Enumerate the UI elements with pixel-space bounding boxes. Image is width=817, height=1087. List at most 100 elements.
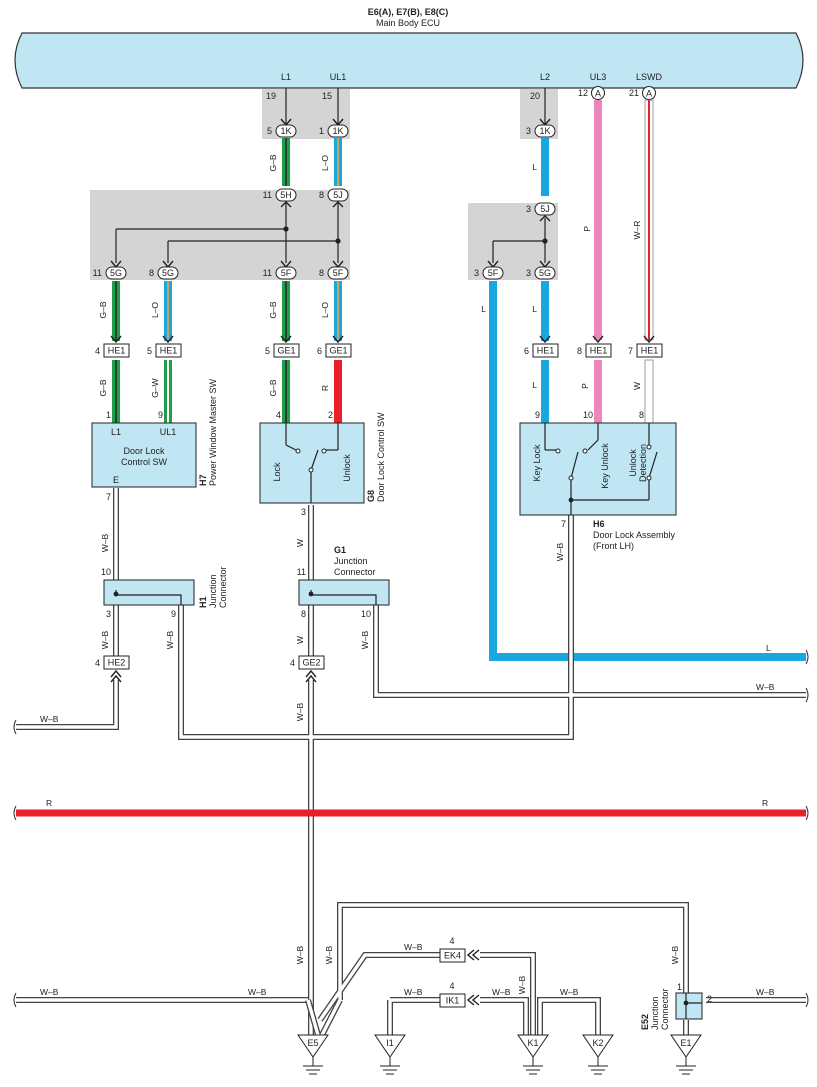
ecu-conn-a-lswd-label: A: [646, 89, 652, 99]
component-g1: 11 8 10 G1 Junction Connector: [297, 545, 390, 619]
conn-5g-a: 5G 11: [93, 260, 127, 280]
wire-p-he1-h6: [594, 360, 602, 423]
conn-he1-b-name: HE1: [160, 346, 178, 356]
h6-unlock-det-2: Detection: [638, 444, 648, 482]
conn-1k-right-name: 1K: [539, 126, 550, 136]
g8-code: G8: [366, 490, 376, 502]
conn-1k-mid-name: 1K: [332, 126, 343, 136]
wire-label-wb-17: W–B: [560, 987, 579, 997]
wire-w-b-group: [16, 488, 806, 1035]
wire-label-p-1: P: [582, 226, 592, 232]
conn-5j-right-pin: 3: [526, 204, 531, 214]
conn-ge1-a: GE1 5: [265, 335, 300, 358]
conn-ge2: GE2 4: [290, 655, 325, 683]
wire-label-r-3: R: [762, 798, 768, 808]
junction-dot-1: [283, 226, 289, 232]
ecu-conn-a-lswd: [642, 86, 656, 100]
ecu-conn-a-ul3: [591, 86, 605, 100]
conn-he1-a-pin: 4: [95, 346, 100, 356]
conn-5j-left-name: 5J: [333, 190, 343, 200]
ground-k1-label: K1: [527, 1038, 538, 1048]
conn-he2-pin: 4: [95, 658, 100, 668]
wire-label-gw-1: G–W: [150, 378, 160, 397]
wire-label-wb-13: W–B: [404, 942, 423, 952]
wire-label-lo-3: L–O: [320, 302, 330, 318]
wire-label-lo-1: L–O: [320, 155, 330, 171]
conn-5f-c-pin: 3: [474, 268, 479, 278]
h7-terminal-ul1: UL1: [160, 427, 177, 437]
conn-ge1-b: GE1 6: [317, 335, 352, 358]
h6-name: Door Lock Assembly: [593, 530, 676, 540]
wire-g-b-1k-5h: [282, 138, 290, 186]
conn-5g-a-name: 5G: [110, 268, 122, 278]
wire-label-gb-5: G–B: [268, 379, 278, 396]
g8-name: Door Lock Control SW: [376, 412, 386, 502]
wire-label-wr-1: W–R: [632, 221, 642, 240]
wire-label-w-3: W: [295, 636, 305, 644]
conn-ge2-pin: 4: [290, 658, 295, 668]
ground-e1: E1: [670, 1034, 702, 1075]
wire-label-wb-6: W–B: [360, 630, 370, 649]
ground-e1-label: E1: [680, 1038, 691, 1048]
conn-ik1: IK1 4: [439, 981, 480, 1008]
wire-label-p-2: P: [580, 383, 590, 389]
g1-junction-dot: [308, 591, 314, 597]
wire-g-w-he1-h7: [164, 360, 172, 423]
wire-label-wb-14: W–B: [517, 975, 527, 994]
ecu-pin-21: 21: [629, 88, 639, 98]
conn-he1-e-name: HE1: [641, 346, 659, 356]
wire-label-wb-16: W–B: [492, 987, 511, 997]
g1-code: G1: [334, 545, 346, 555]
wire-r-ge1-g8: [334, 360, 342, 423]
wire-label-wb-19: W–B: [756, 987, 775, 997]
wire-l-o-1k-5j: [334, 138, 342, 186]
conn-5f-b: 5F 8: [319, 260, 349, 280]
wire-label-lo-2: L–O: [150, 302, 160, 318]
conn-5j-right-name: 5J: [540, 204, 550, 214]
h7-inner-2: Control SW: [121, 457, 168, 467]
h6-contact-common: [568, 475, 574, 481]
h7-name: Power Window Master SW: [208, 378, 218, 486]
conn-ge1-b-pin: 6: [317, 346, 322, 356]
e52-junction-dot: [683, 1000, 689, 1006]
g1-name1: Junction: [334, 556, 368, 566]
ecu-pin-label-l2: L2: [540, 72, 550, 82]
conn-he1-d: HE1 8: [577, 335, 612, 358]
ground-k1: K1: [517, 1034, 549, 1075]
h1-code: H1: [198, 596, 208, 608]
conn-he1-c-name: HE1: [537, 346, 555, 356]
ecu-body: [14, 32, 804, 89]
h6-pin-8: 8: [639, 410, 644, 420]
wire-label-gb-4: G–B: [98, 379, 108, 396]
conn-5g-b: 5G 8: [149, 260, 179, 280]
conn-5j-left-pin: 8: [319, 190, 324, 200]
conn-5j-right: 5J 3: [526, 202, 556, 222]
conn-ge1-a-pin: 5: [265, 346, 270, 356]
conn-1k-mid: 1K 1: [319, 118, 349, 138]
h6-code: H6: [593, 519, 605, 529]
h1-name1: Junction: [208, 574, 218, 608]
conn-he1-c: HE1 6: [524, 335, 559, 358]
wire-l-5f-long: [489, 281, 806, 661]
wire-label-w-2: W: [295, 539, 305, 547]
wire-l-1k-5j: [541, 138, 549, 196]
conn-5f-b-name: 5F: [333, 268, 344, 278]
h6-contact-det-a: [646, 444, 652, 450]
wire-label-r-2: R: [46, 798, 52, 808]
g8-contact-lock: [295, 448, 301, 454]
conn-1k-mid-pin: 1: [319, 126, 324, 136]
e52-pin-1: 1: [677, 982, 682, 992]
conn-he1-e-pin: 7: [628, 346, 633, 356]
h6-keyunlock-label: Key Unlock: [600, 443, 610, 489]
wire-g-b-ge1-g8: [282, 360, 290, 423]
conn-5f-a-name: 5F: [281, 268, 292, 278]
wire-w-he1-h6: [644, 359, 654, 424]
conn-1k-right-pin: 3: [526, 126, 531, 136]
conn-he1-d-pin: 8: [577, 346, 582, 356]
g8-lock-label: Lock: [272, 462, 282, 482]
junction-dot-3: [542, 238, 548, 244]
conn-5g-c-name: 5G: [539, 268, 551, 278]
conn-5h: 5H 11: [263, 188, 297, 208]
ecu-name: Main Body ECU: [376, 18, 440, 28]
conn-ge1-a-name: GE1: [277, 346, 295, 356]
